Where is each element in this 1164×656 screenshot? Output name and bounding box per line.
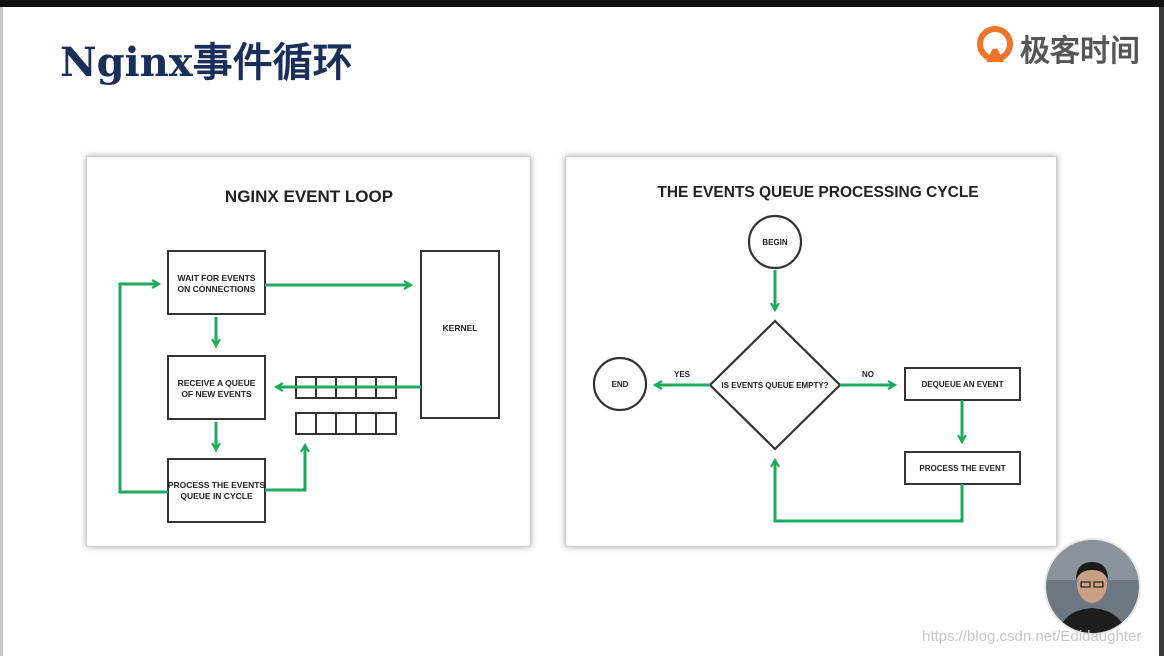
right-diagram-title: THE EVENTS QUEUE PROCESSING CYCLE (657, 184, 978, 201)
arrow-process-loop-back (775, 461, 964, 523)
window-top-bar (0, 0, 1164, 7)
slide-title: Nginx事件循环 (60, 39, 353, 86)
receive-box-line2: OF NEW EVENTS (181, 389, 252, 399)
yes-label: YES (674, 370, 691, 379)
arrow-loop-back (118, 284, 168, 494)
window-left-edge (0, 7, 3, 656)
wait-box-line2: ON CONNECTIONS (178, 284, 256, 294)
kernel-box (420, 250, 500, 419)
left-diagram-title: NGINX EVENT LOOP (225, 187, 393, 206)
arrow-process-to-queue (265, 446, 305, 492)
receive-queue-box (167, 355, 266, 420)
no-label: NO (862, 370, 874, 379)
dequeue-event-box (904, 367, 1021, 401)
dequeue-label: DEQUEUE AN EVENT (922, 380, 1004, 389)
brand: 极客时间 (976, 26, 1140, 70)
process-box-line2: QUEUE IN CYCLE (180, 491, 253, 501)
wait-box-line1: WAIT FOR EVENTS (178, 273, 256, 283)
brand-name: 极客时间 (1020, 34, 1140, 69)
nginx-event-loop-diagram: NGINX EVENT LOOP WAIT FOR EVENTS ON CONN… (118, 187, 500, 523)
watermark-url: https://blog.csdn.net/Edidaughter (922, 628, 1142, 645)
geektime-logo-icon (977, 26, 1013, 62)
window-right-edge (1159, 7, 1164, 656)
events-queue-cycle-panel: THE EVENTS QUEUE PROCESSING CYCLE BEGIN … (565, 156, 1057, 547)
process-box-line1: PROCESS THE EVENTS (168, 480, 266, 490)
decision-diamond (708, 319, 842, 451)
presenter-avatar (1046, 540, 1139, 633)
kernel-label: KERNEL (443, 323, 478, 333)
begin-node (747, 214, 803, 270)
nginx-event-loop-panel: NGINX EVENT LOOP WAIT FOR EVENTS ON CONN… (86, 156, 531, 547)
end-node (592, 356, 648, 412)
presenter-video-thumbnail (1044, 538, 1141, 635)
events-queue-cycle-diagram: THE EVENTS QUEUE PROCESSING CYCLE BEGIN … (592, 184, 1021, 523)
receive-box-line1: RECEIVE A QUEUE (178, 378, 256, 388)
process-event-label: PROCESS THE EVENT (919, 464, 1005, 473)
wait-for-events-box (167, 250, 266, 315)
end-label: END (612, 380, 629, 389)
begin-label: BEGIN (762, 238, 788, 247)
decision-label: IS EVENTS QUEUE EMPTY? (721, 381, 828, 390)
event-queue-bottom (295, 412, 397, 435)
